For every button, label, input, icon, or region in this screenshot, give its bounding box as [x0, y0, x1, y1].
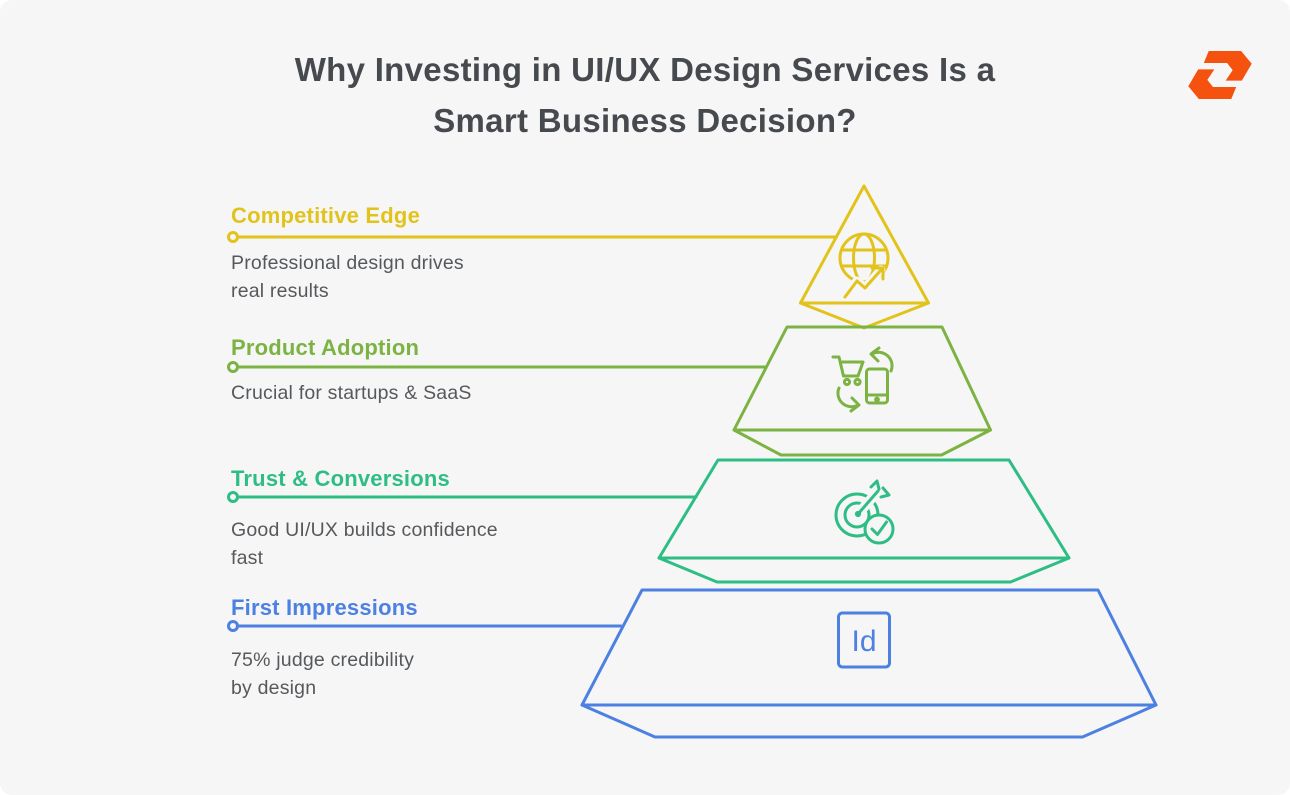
- brand-logo: [1188, 51, 1252, 99]
- level-heading-product-adoption: Product Adoption: [231, 335, 420, 360]
- level-description-product-adoption: Crucial for startups & SaaS: [231, 382, 472, 404]
- level-heading-competitive-edge: Competitive Edge: [231, 203, 421, 228]
- level-description-competitive-edge: Professional design drives real results: [231, 252, 464, 302]
- tier-2-rim: [732, 428, 992, 457]
- leader-dot-4: [227, 620, 239, 632]
- tier-trust-conversions: [227, 458, 1071, 584]
- page-title-line1: Why Investing in UI/UX Design Services I…: [294, 51, 996, 88]
- brand-logo-mark: [1188, 51, 1252, 99]
- page-title: Why Investing in UI/UX Design Services I…: [0, 44, 1290, 146]
- tier-2-face: [732, 325, 992, 432]
- tier-first-impressions: Id: [227, 588, 1158, 739]
- tier-3-rim: [657, 556, 1071, 584]
- tier-1-face: [799, 184, 930, 305]
- level-description-trust-conversions: Good UI/UX builds confidence fast: [231, 519, 498, 569]
- level-description-first-impressions: 75% judge credibility by design: [231, 649, 415, 699]
- indesign-icon: Id: [837, 611, 891, 669]
- cart-to-mobile-icon: [831, 346, 894, 413]
- level-heading-first-impressions: First Impressions: [231, 595, 418, 620]
- leader-dot-2: [227, 361, 239, 373]
- level-heading-trust-conversions: Trust & Conversions: [231, 466, 450, 491]
- tier-product-adoption: [227, 325, 992, 457]
- leader-dot-1: [227, 231, 239, 243]
- tier-4-rim: [580, 703, 1158, 739]
- indesign-icon-text: Id: [851, 625, 876, 658]
- leader-dot-3: [227, 491, 239, 503]
- page-title-line2: Smart Business Decision?: [433, 102, 857, 139]
- globe-growth-icon: [838, 232, 890, 302]
- tier-1-rim: [799, 301, 930, 330]
- target-check-icon: [834, 479, 895, 545]
